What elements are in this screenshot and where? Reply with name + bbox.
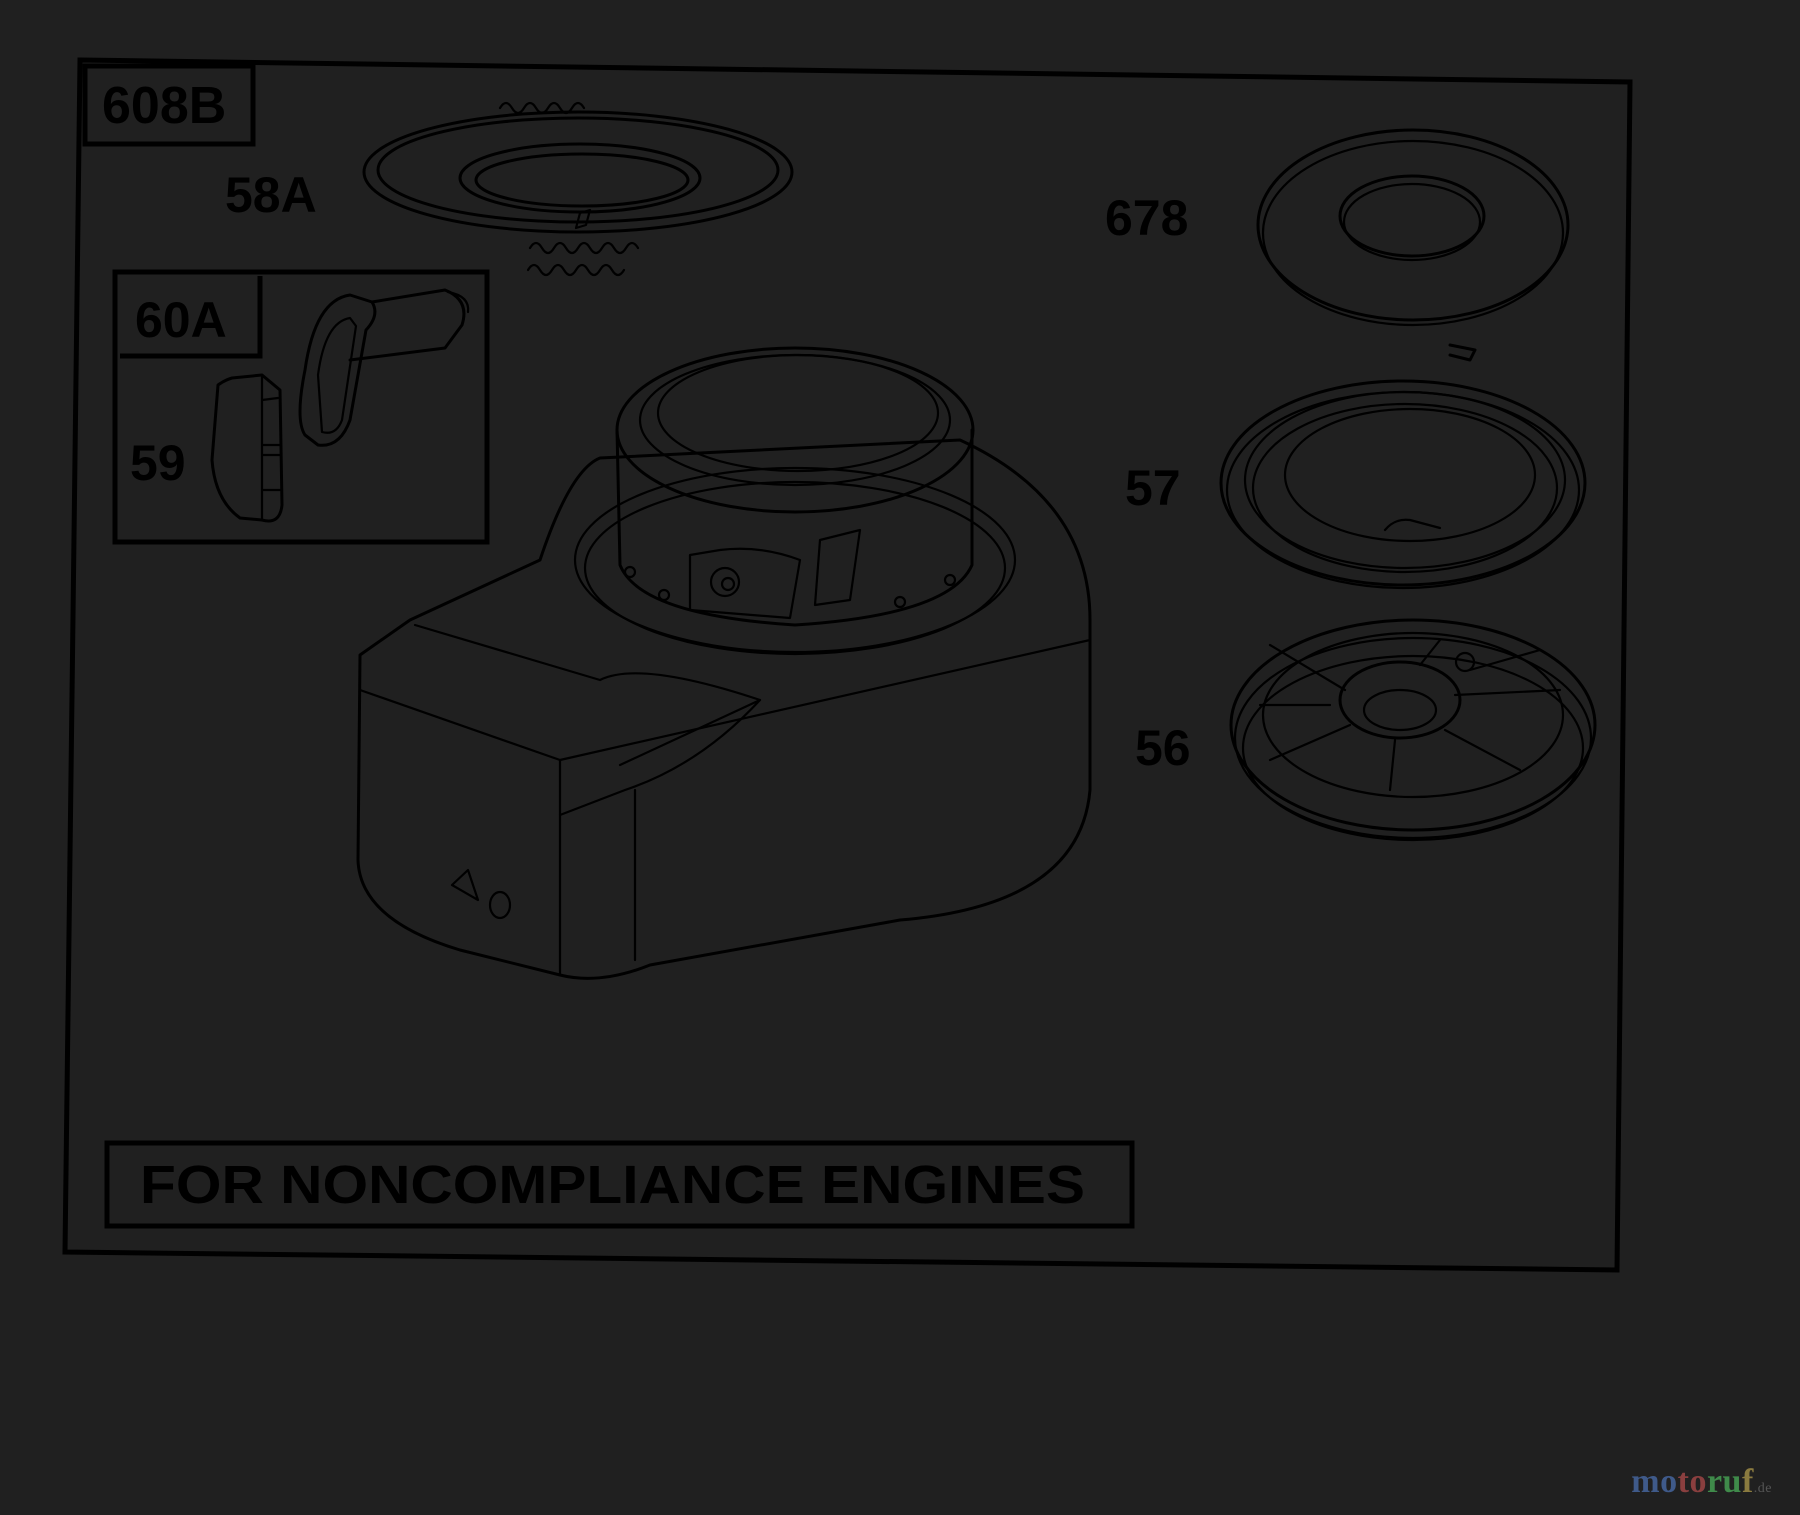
handle-illustration [210,288,470,523]
seal-illustration [1256,128,1570,327]
blower-housing-illustration [356,346,1092,980]
box-label: 608B [102,77,226,135]
inset-label-divider [120,276,263,359]
pulley-illustration [1229,618,1597,842]
inset-frame [112,269,490,545]
part-label-rope: 58A [225,167,317,223]
part-label-pulley: 56 [1135,720,1191,776]
watermark-logo: motoruf.de [1631,1463,1772,1500]
spring-illustration [1219,343,1587,590]
part-label-spring: 57 [1125,460,1181,516]
inset-label: 60A [135,292,227,348]
rope-illustration [362,101,794,277]
part-label-seal: 678 [1105,190,1188,246]
footer-note-frame [104,1140,1135,1229]
outer-frame [62,57,1633,1273]
footer-note: FOR NONCOMPLIANCE ENGINES [140,1155,1085,1215]
box-label-frame [82,63,256,147]
part-label-handle: 59 [130,435,186,491]
